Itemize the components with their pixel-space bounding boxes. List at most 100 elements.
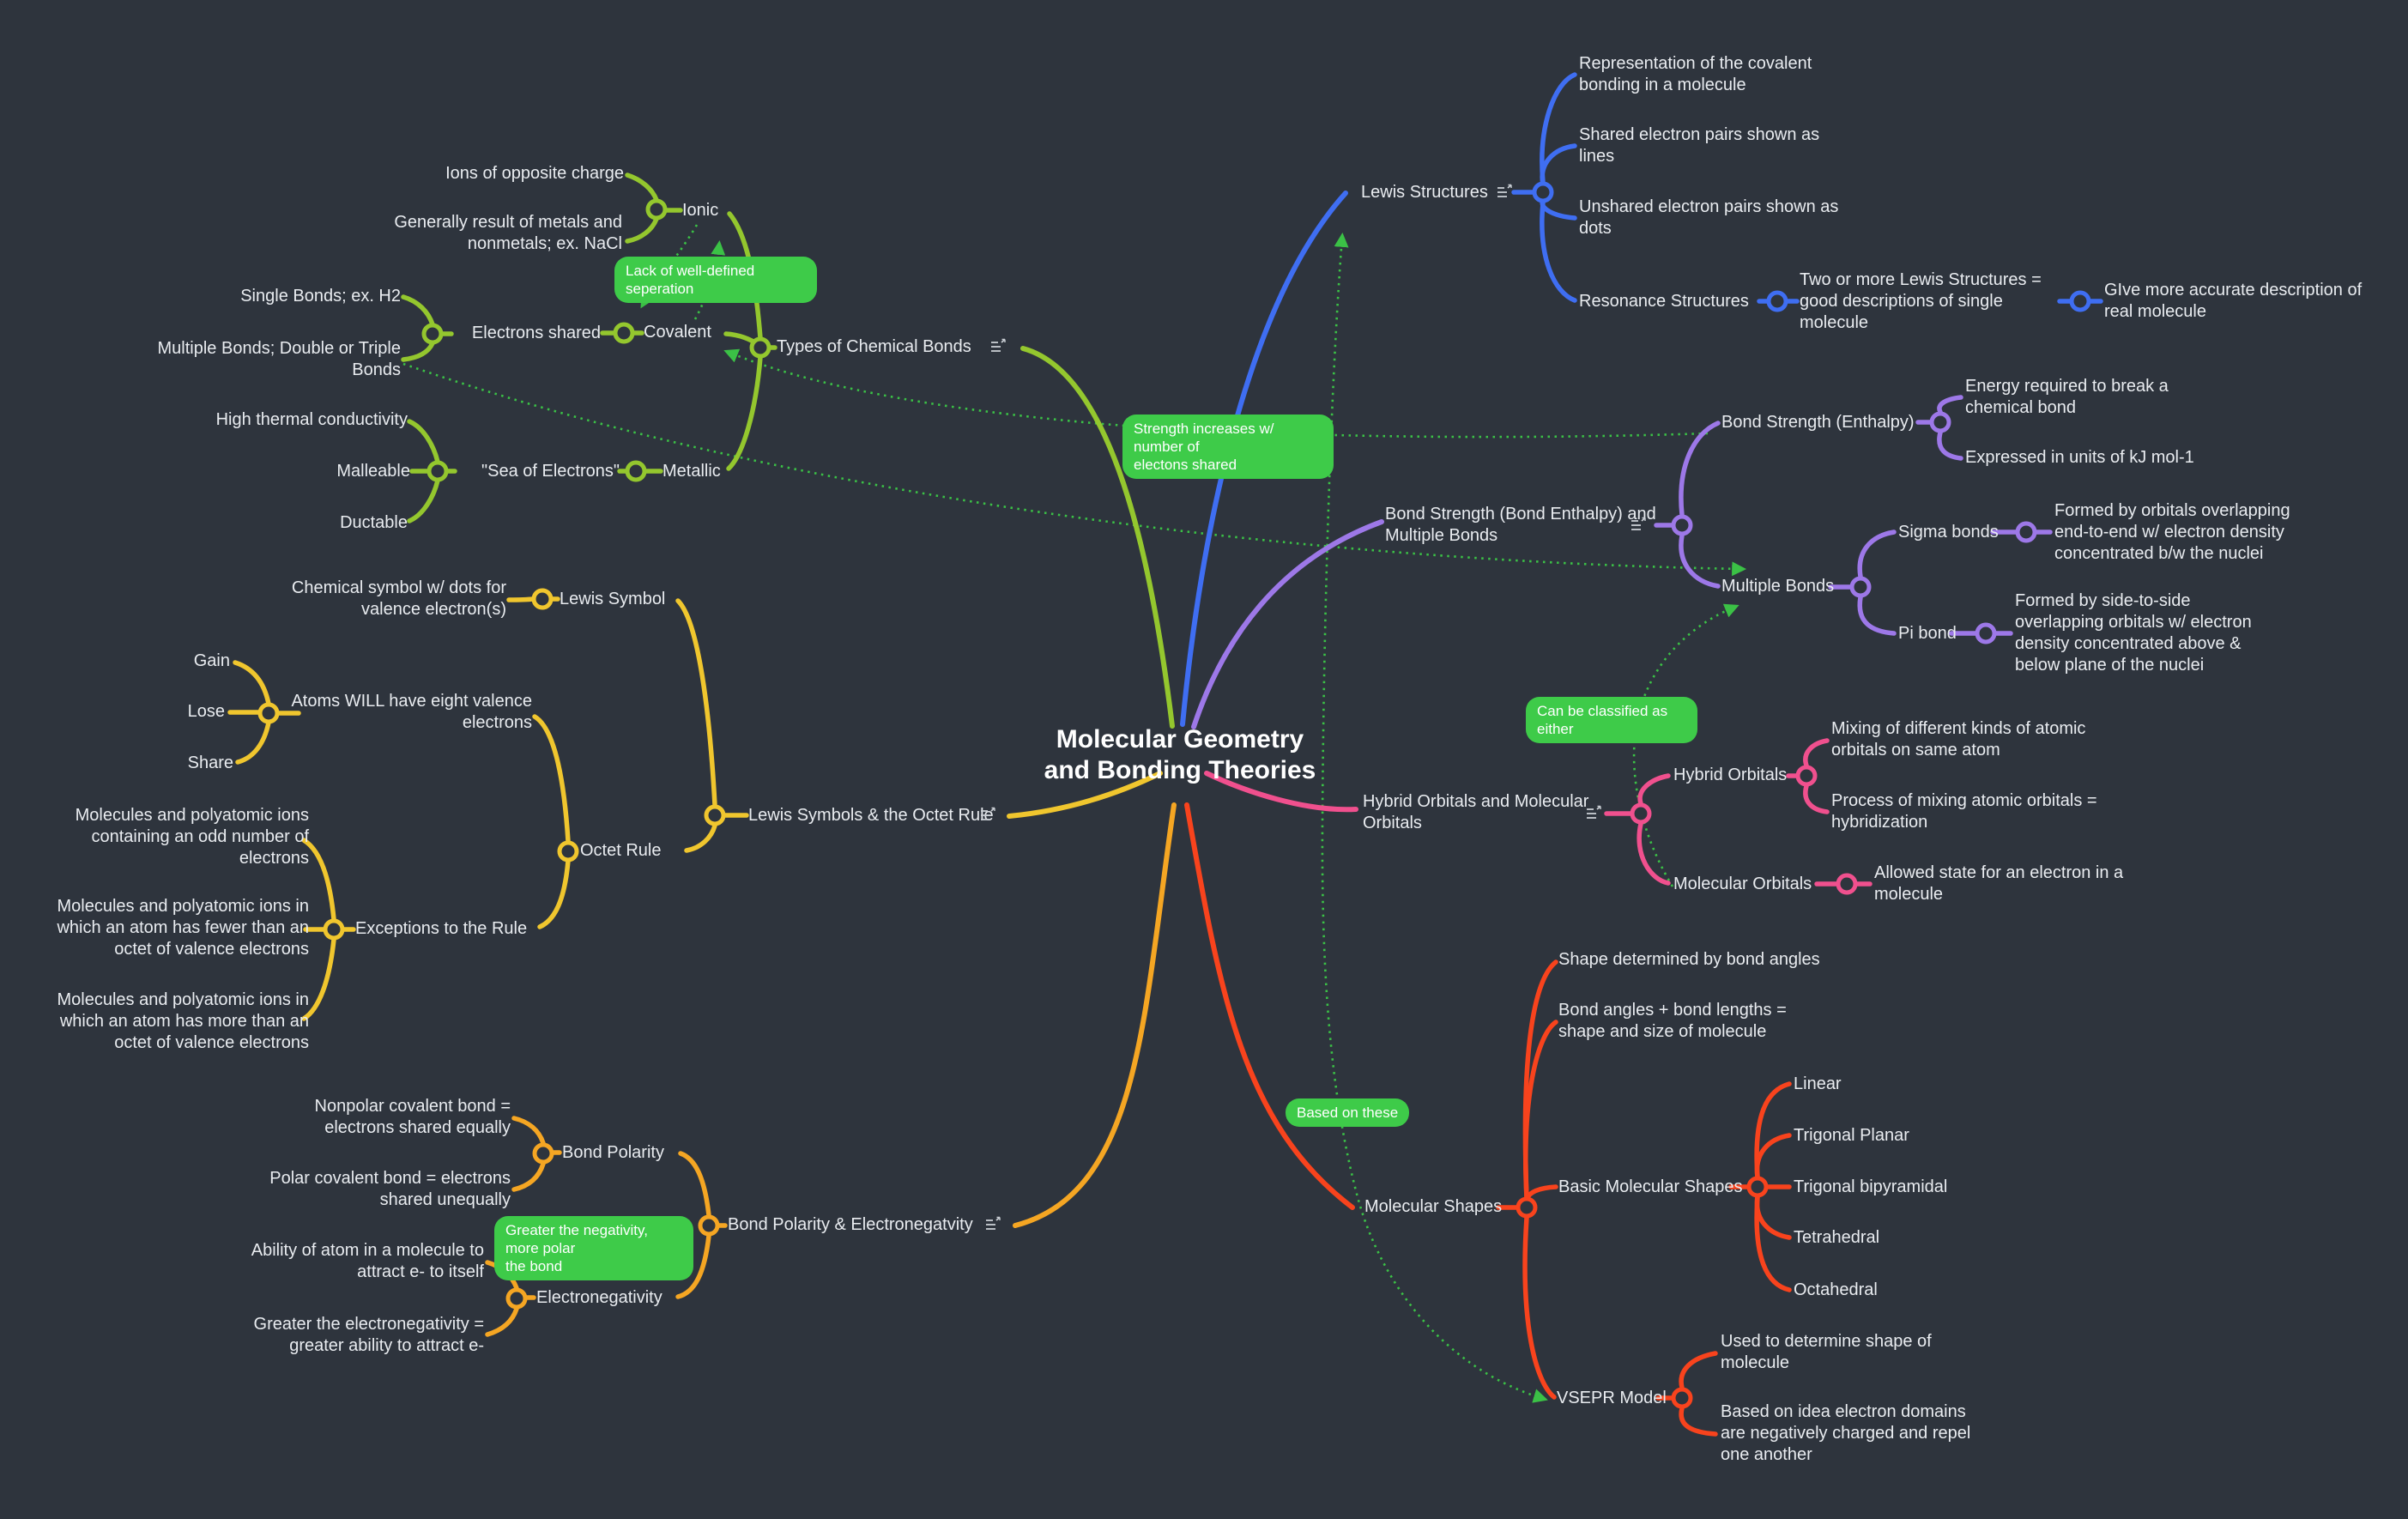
notes-icon[interactable] bbox=[1584, 804, 1603, 823]
node-sea-of-electrons[interactable]: "Sea of Electrons" bbox=[481, 462, 620, 481]
node-formed-sigma[interactable]: Formed by orbitals overlapping end-to-en… bbox=[2054, 501, 2290, 563]
node-handle[interactable] bbox=[557, 840, 579, 862]
node-pi-bond[interactable]: Pi bond bbox=[1898, 624, 1957, 643]
node-ability-attract[interactable]: Ability of atom in a molecule to attract… bbox=[251, 1241, 484, 1281]
node-handle[interactable] bbox=[704, 804, 726, 826]
node-allowed-state[interactable]: Allowed state for an electron in a molec… bbox=[1874, 863, 2124, 904]
node-nonpolar-covalent[interactable]: Nonpolar covalent bond = electrons share… bbox=[314, 1097, 511, 1137]
node-process-hybridization[interactable]: Process of mixing atomic orbitals = hybr… bbox=[1831, 791, 2097, 832]
notes-icon[interactable] bbox=[978, 806, 997, 825]
node-shared-electron-pairs[interactable]: Shared electron pairs shown as lines bbox=[1579, 125, 1820, 166]
label-lack-of-separation[interactable]: Lack of well-defined seperation bbox=[614, 257, 817, 303]
node-resonance-structures[interactable]: Resonance Structures bbox=[1579, 292, 1749, 311]
node-hybrid-orbitals[interactable]: Hybrid Orbitals bbox=[1673, 766, 1788, 784]
node-lewis-structures[interactable]: Lewis Structures bbox=[1361, 183, 1488, 202]
node-bond-polarity-electronegativity-title[interactable]: Bond Polarity & Electronegatvity bbox=[728, 1215, 973, 1234]
node-representation-covalent[interactable]: Representation of the covalent bonding i… bbox=[1579, 54, 1812, 94]
node-handle[interactable] bbox=[2069, 290, 2091, 312]
label-based-on-these[interactable]: Based on these bbox=[1286, 1098, 1410, 1127]
node-molecules-odd-number[interactable]: Molecules and polyatomic ions containing… bbox=[75, 806, 309, 868]
node-handle[interactable] bbox=[1766, 290, 1788, 312]
node-linear[interactable]: Linear bbox=[1794, 1074, 1842, 1093]
node-handle[interactable] bbox=[532, 1142, 554, 1165]
node-expressed-kj[interactable]: Expressed in units of kJ mol-1 bbox=[1965, 448, 2194, 467]
node-formed-pi[interactable]: Formed by side-to-side overlapping orbit… bbox=[2015, 591, 2252, 675]
node-high-thermal-conductivity[interactable]: High thermal conductivity bbox=[215, 410, 408, 429]
node-chemical-symbol[interactable]: Chemical symbol w/ dots for valence elec… bbox=[291, 578, 506, 619]
node-electronegativity[interactable]: Electronegativity bbox=[536, 1288, 663, 1307]
node-handle[interactable] bbox=[613, 322, 635, 344]
node-give-more-accurate[interactable]: GIve more accurate description of real m… bbox=[2104, 281, 2363, 321]
node-handle[interactable] bbox=[1532, 181, 1554, 203]
node-handle[interactable] bbox=[2015, 521, 2037, 543]
node-atoms-will-have[interactable]: Atoms WILL have eight valence electrons bbox=[291, 692, 532, 732]
node-shape-determined[interactable]: Shape determined by bond angles bbox=[1558, 950, 1820, 969]
node-metallic[interactable]: Metallic bbox=[663, 462, 721, 481]
node-bond-strength-title[interactable]: Bond Strength (Bond Enthalpy) and Multip… bbox=[1385, 505, 1656, 545]
node-octet-rule[interactable]: Octet Rule bbox=[580, 841, 662, 860]
node-octahedral[interactable]: Octahedral bbox=[1794, 1280, 1878, 1299]
label-strength-increases[interactable]: Strength increases w/ number of electons… bbox=[1122, 415, 1334, 479]
node-molecular-orbitals[interactable]: Molecular Orbitals bbox=[1673, 874, 1812, 893]
node-multiple-bonds[interactable]: Multiple Bonds bbox=[1721, 577, 1835, 596]
node-molecular-shapes[interactable]: Molecular Shapes bbox=[1364, 1197, 1503, 1216]
node-lose[interactable]: Lose bbox=[187, 702, 225, 721]
node-handle[interactable] bbox=[1975, 622, 1997, 645]
node-types-of-chemical-bonds[interactable]: Types of Chemical Bonds bbox=[777, 337, 971, 356]
node-polar-covalent[interactable]: Polar covalent bond = electrons shared u… bbox=[269, 1169, 511, 1209]
node-gain[interactable]: Gain bbox=[193, 651, 230, 670]
node-bond-angles-lengths[interactable]: Bond angles + bond lengths = shape and s… bbox=[1558, 1001, 1787, 1041]
node-sigma-bonds[interactable]: Sigma bonds bbox=[1898, 523, 1999, 542]
node-ionic[interactable]: Ionic bbox=[682, 201, 719, 220]
node-energy-required[interactable]: Energy required to break a chemical bond bbox=[1965, 377, 2169, 417]
node-handle[interactable] bbox=[1746, 1176, 1769, 1198]
node-vsepr-model[interactable]: VSEPR Model bbox=[1557, 1389, 1667, 1407]
node-handle[interactable] bbox=[323, 918, 345, 941]
label-greater-negativity[interactable]: Greater the negativity, more polar the b… bbox=[494, 1216, 693, 1280]
node-ductable[interactable]: Ductable bbox=[340, 513, 408, 532]
node-lewis-symbols-octet-title[interactable]: Lewis Symbols & the Octet Rule bbox=[748, 806, 994, 825]
node-handle[interactable] bbox=[505, 1287, 528, 1310]
node-covalent[interactable]: Covalent bbox=[644, 323, 711, 342]
node-mixing-atomic-orbitals[interactable]: Mixing of different kinds of atomic orbi… bbox=[1831, 719, 2086, 760]
node-handle[interactable] bbox=[1516, 1196, 1538, 1219]
node-hybrid-molecular-orbitals-title[interactable]: Hybrid Orbitals and Molecular Orbitals bbox=[1363, 792, 1589, 832]
node-trigonal-bipyramidal[interactable]: Trigonal bipyramidal bbox=[1794, 1177, 1948, 1196]
node-greater-electronegativity[interactable]: Greater the electronegativity = greater … bbox=[253, 1315, 484, 1355]
node-handle[interactable] bbox=[698, 1214, 720, 1237]
node-multiple-bonds-double-triple[interactable]: Multiple Bonds; Double or Triple Bonds bbox=[157, 339, 401, 379]
node-exceptions-to-rule[interactable]: Exceptions to the Rule bbox=[355, 919, 528, 938]
node-generally-result[interactable]: Generally result of metals and nonmetals… bbox=[394, 213, 622, 253]
node-handle[interactable] bbox=[1849, 576, 1872, 598]
node-handle[interactable] bbox=[421, 323, 444, 345]
node-bond-strength-enthalpy[interactable]: Bond Strength (Enthalpy) bbox=[1721, 413, 1915, 432]
node-handle[interactable] bbox=[257, 702, 280, 724]
node-lewis-symbol[interactable]: Lewis Symbol bbox=[560, 590, 666, 608]
node-handle[interactable] bbox=[625, 460, 647, 482]
notes-icon[interactable] bbox=[989, 337, 1007, 356]
node-handle[interactable] bbox=[1929, 411, 1951, 433]
node-handle[interactable] bbox=[749, 336, 771, 359]
node-single-bonds[interactable]: Single Bonds; ex. H2 bbox=[240, 287, 401, 306]
map-title[interactable]: Molecular Geometry and Bonding Theories bbox=[1044, 725, 1316, 784]
node-handle[interactable] bbox=[427, 460, 449, 482]
node-based-on-idea[interactable]: Based on idea electron domains are negat… bbox=[1721, 1402, 1971, 1464]
node-used-to-determine[interactable]: Used to determine shape of molecule bbox=[1721, 1332, 1932, 1372]
node-malleable[interactable]: Malleable bbox=[336, 462, 410, 481]
node-bond-polarity[interactable]: Bond Polarity bbox=[562, 1143, 664, 1162]
node-handle[interactable] bbox=[531, 588, 554, 610]
node-molecules-more-octet[interactable]: Molecules and polyatomic ions in which a… bbox=[57, 990, 310, 1052]
node-tetrahedral[interactable]: Tetrahedral bbox=[1794, 1228, 1880, 1247]
node-handle[interactable] bbox=[645, 198, 668, 221]
node-two-or-more-lewis[interactable]: Two or more Lewis Structures = good desc… bbox=[1800, 270, 2042, 332]
node-ions-of-opposite-charge[interactable]: Ions of opposite charge bbox=[445, 164, 624, 183]
node-basic-molecular-shapes[interactable]: Basic Molecular Shapes bbox=[1558, 1177, 1743, 1196]
node-handle[interactable] bbox=[1836, 873, 1858, 895]
notes-icon[interactable] bbox=[983, 1215, 1002, 1234]
node-share[interactable]: Share bbox=[187, 753, 233, 772]
node-electrons-shared[interactable]: Electrons shared bbox=[471, 324, 601, 342]
node-handle[interactable] bbox=[1671, 514, 1693, 536]
node-handle[interactable] bbox=[1671, 1387, 1693, 1409]
node-handle[interactable] bbox=[1630, 802, 1652, 825]
